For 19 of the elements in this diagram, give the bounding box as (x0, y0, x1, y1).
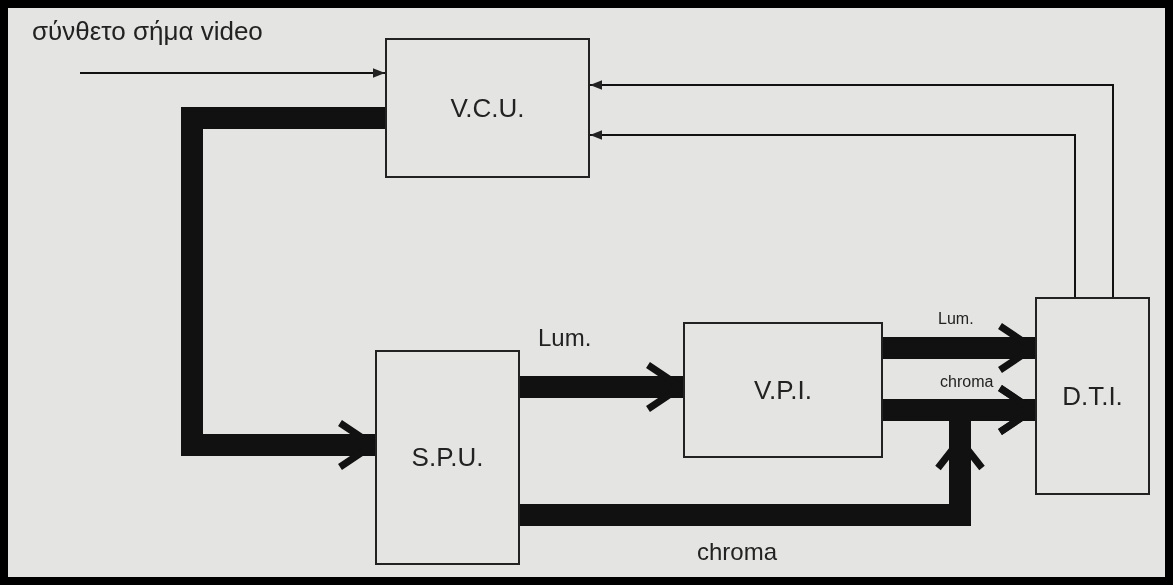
process-box (1035, 297, 1150, 495)
box-label: V.P.I. (754, 373, 812, 407)
arrow (79, 68, 386, 78)
box-label: V.C.U. (450, 91, 525, 125)
edge-label: Lum. (938, 311, 974, 327)
box-label: D.T.I. (1062, 379, 1123, 413)
box-label: S.P.U. (411, 441, 484, 474)
thick-arrow (520, 361, 685, 413)
process-box (683, 322, 883, 458)
thick-arrow (181, 107, 385, 471)
edge-label: chroma (697, 540, 778, 564)
arrow (589, 130, 1076, 298)
process-box (385, 38, 590, 178)
arrow (589, 80, 1114, 298)
process-box (375, 350, 520, 565)
edge-label: σύνθετο σήμα video (32, 18, 263, 44)
edge-label: chroma (940, 374, 994, 390)
thick-arrow (883, 322, 1037, 374)
edge-label: Lum. (538, 326, 592, 350)
